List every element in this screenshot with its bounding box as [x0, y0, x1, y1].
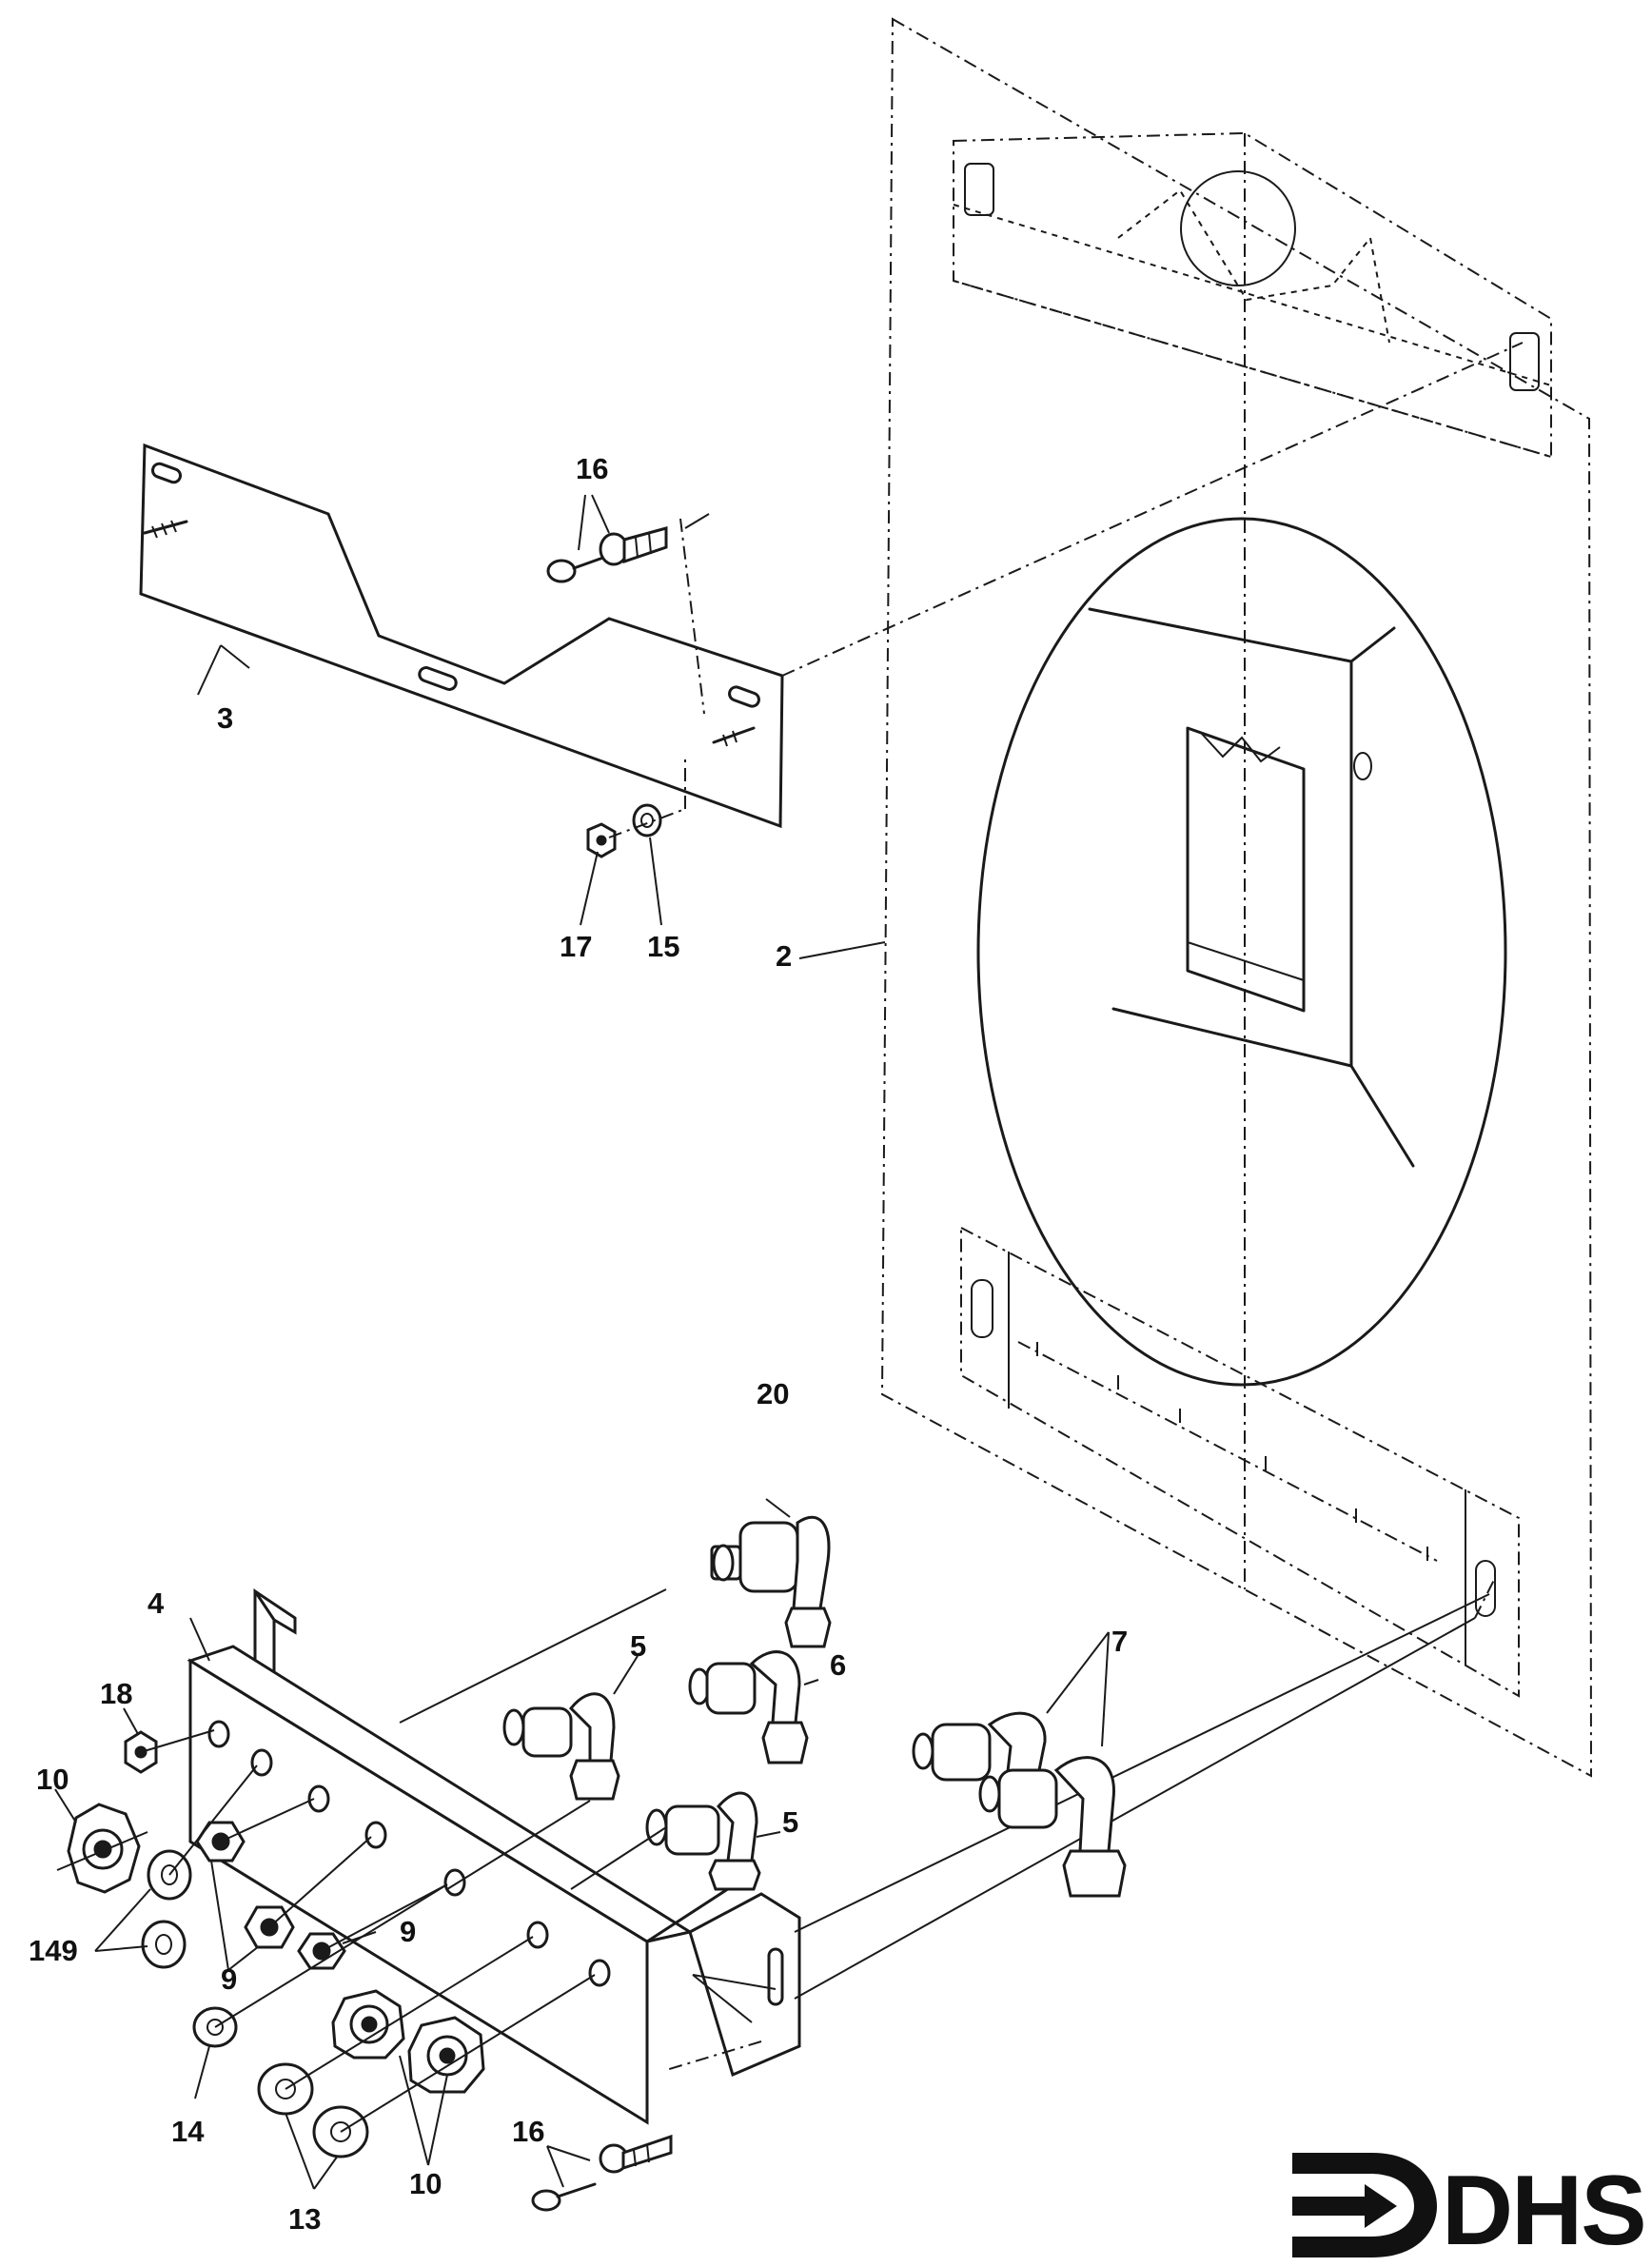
- callout-149: 149: [29, 1934, 78, 1967]
- callout-10-a: 10: [36, 1763, 69, 1796]
- bracket-stud-right: [712, 726, 756, 747]
- elbow-fitting-5-lower: [570, 1791, 781, 1891]
- bracket-stud-left: [143, 520, 188, 539]
- callout-4: 4: [148, 1587, 165, 1620]
- callout-6: 6: [830, 1648, 846, 1682]
- callout-9-a: 9: [221, 1962, 237, 1996]
- nut-10-large: [56, 1803, 148, 1894]
- part-callouts: 2 3 4 5 5 6 7 9 9 10 10 13 14 15 16 16 1…: [29, 452, 1128, 2236]
- dhs-bar: [1292, 2197, 1365, 2216]
- callout-18: 18: [100, 1677, 132, 1710]
- washer-149-b: [141, 1920, 187, 1969]
- callout-15: 15: [647, 930, 679, 963]
- callout-14: 14: [171, 2115, 205, 2148]
- dhs-arrow-mark: [1292, 2153, 1437, 2257]
- elbow-fitting-20: [710, 1498, 832, 1648]
- dhs-logo: DHS: [1292, 2153, 1647, 2266]
- screw-and-wall-plug-upper: [546, 494, 668, 583]
- callout-16-lower: 16: [512, 2115, 544, 2148]
- dhs-logo-text: DHS: [1442, 2156, 1645, 2266]
- callout-20: 20: [757, 1377, 789, 1410]
- callout-7: 7: [1111, 1625, 1128, 1658]
- dhs-chevron: [1365, 2184, 1397, 2228]
- callout-17: 17: [560, 930, 592, 963]
- callout-5-lower: 5: [782, 1805, 798, 1839]
- callout-16-upper: 16: [576, 452, 608, 485]
- nut-washer-upper: [580, 757, 686, 926]
- wall-template-panel: [798, 17, 1593, 1778]
- screw-and-wall-plug-lower: [531, 2040, 762, 2212]
- elbow-fitting-7-b: [978, 1631, 1127, 1898]
- nut-10-b: [331, 1989, 405, 2060]
- lower-manifold-bracket: [187, 1579, 1495, 2125]
- callout-10-b: 10: [409, 2167, 442, 2200]
- elbow-fitting-6: [688, 1650, 819, 1764]
- nut-10-c: [407, 2016, 485, 2094]
- nut-9-a: [195, 1821, 246, 1863]
- nuts-and-washers: [54, 1707, 596, 2190]
- callout-3: 3: [217, 701, 233, 735]
- callout-9-b: 9: [400, 1915, 416, 1948]
- upper-bracket: [139, 342, 1524, 829]
- callout-5-upper: 5: [630, 1629, 646, 1663]
- elbow-fitting-5-upper: [446, 1655, 639, 1890]
- callout-2: 2: [776, 939, 792, 973]
- callout-13: 13: [288, 2202, 321, 2236]
